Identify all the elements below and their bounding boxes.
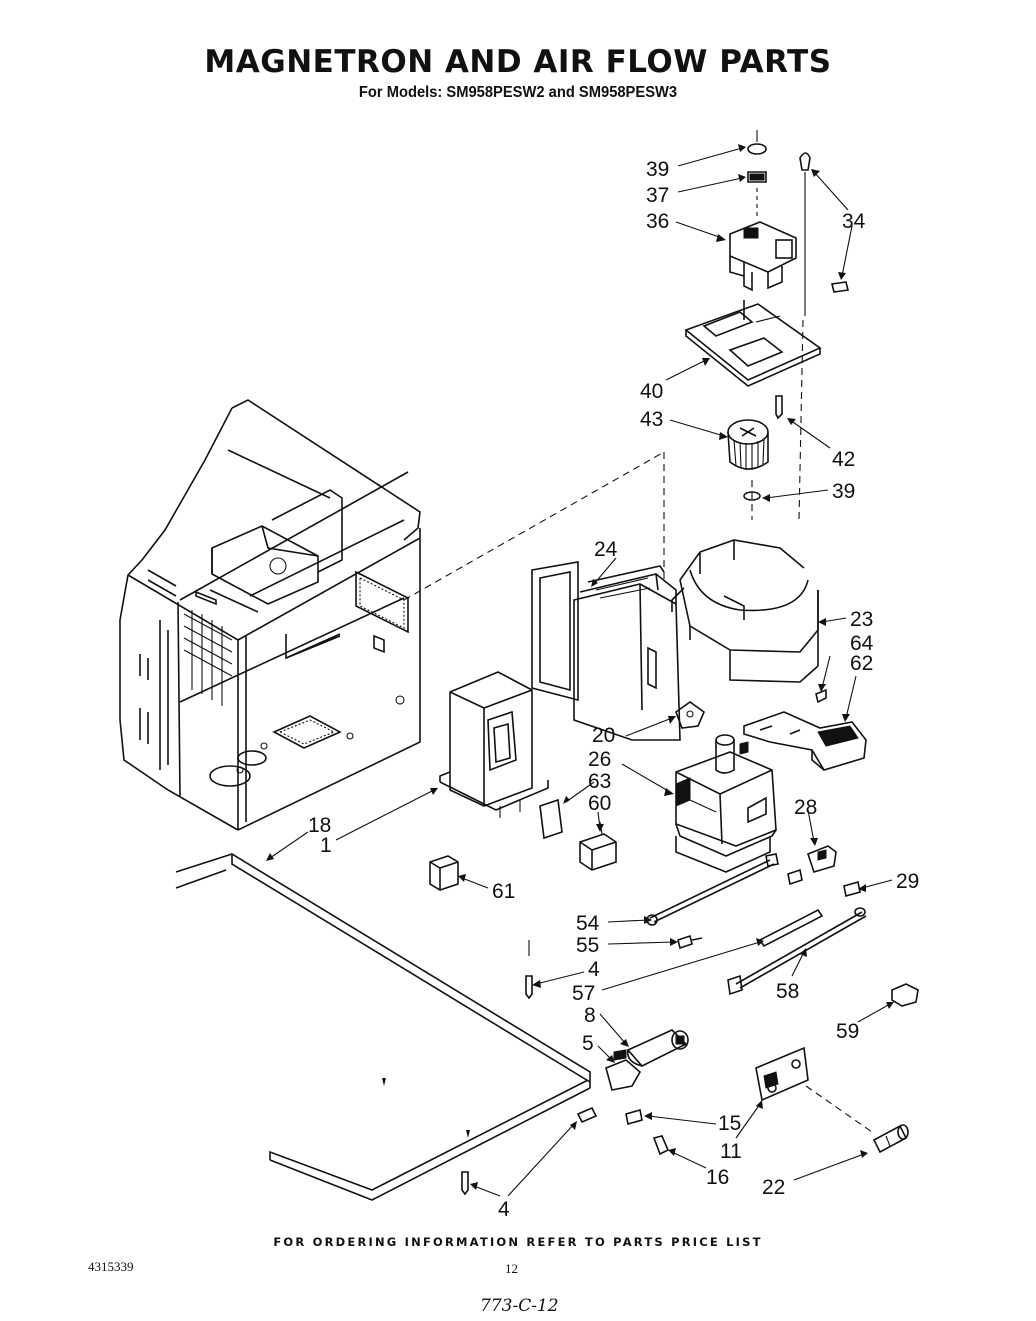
callout-43-fan-blade: 43 xyxy=(640,408,663,431)
leader-lines xyxy=(266,144,894,1197)
callout-34-screw: 34 xyxy=(842,210,866,233)
callout-64-screw: 64 xyxy=(850,632,874,655)
callout-58-fuse-wire: 58 xyxy=(776,980,799,1003)
callout-54-wire: 54 xyxy=(576,912,600,935)
air-duct-drawing xyxy=(531,539,867,771)
document-number: 4315339 xyxy=(88,1259,134,1274)
callout-39-clip: 39 xyxy=(646,158,669,181)
callout-23-air-duct: 23 xyxy=(850,608,873,631)
callout-40-bracket: 40 xyxy=(640,380,663,403)
callout-8-capacitor: 8 xyxy=(584,1004,596,1027)
callout-62-air-guide: 62 xyxy=(850,652,873,675)
callout-labels: 39 37 36 34 40 43 42 39 24 23 64 62 20 2… xyxy=(308,158,919,1221)
handwritten-note: 773-C-12 xyxy=(480,1296,559,1316)
callout-5-bracket: 5 xyxy=(582,1032,594,1055)
callout-20-bracket: 20 xyxy=(592,724,615,747)
callout-61-block: 61 xyxy=(492,880,515,903)
callout-24-vent: 24 xyxy=(594,538,618,561)
callout-63-pad: 63 xyxy=(588,770,611,793)
callout-16-screw: 16 xyxy=(706,1166,729,1189)
callout-11-fuse-holder: 11 xyxy=(720,1140,742,1163)
callout-37-nut: 37 xyxy=(646,184,669,207)
page-number: 12 xyxy=(505,1261,518,1276)
callout-29-screw: 29 xyxy=(896,870,919,893)
alignment-line xyxy=(403,451,665,601)
callout-57-wire: 57 xyxy=(572,982,595,1005)
bottom-panel-drawing xyxy=(175,853,591,1201)
transformer-drawing xyxy=(439,671,549,818)
callout-55-connector: 55 xyxy=(576,934,599,957)
ordering-note: FOR ORDERING INFORMATION REFER TO PARTS … xyxy=(273,1235,763,1249)
callout-22-fuse: 22 xyxy=(762,1176,785,1199)
exploded-parts-diagram: 39 37 36 34 40 43 42 39 24 23 64 62 20 2… xyxy=(119,130,919,1221)
cabinet-drawing xyxy=(119,399,421,831)
callout-39-clip-lower: 39 xyxy=(832,480,855,503)
page-title: MAGNETRON AND AIR FLOW PARTS xyxy=(204,44,832,80)
callout-59-clip: 59 xyxy=(836,1020,859,1043)
magnetron-drawing xyxy=(675,734,777,873)
small-parts-drawing xyxy=(429,798,919,1196)
fan-motor-assembly-drawing xyxy=(684,130,849,521)
callout-15-clip: 15 xyxy=(718,1112,741,1135)
callout-36-fan-motor: 36 xyxy=(646,210,669,233)
callout-4-screw: 4 xyxy=(588,958,600,981)
callout-42-screw: 42 xyxy=(832,448,855,471)
callout-26-magnetron: 26 xyxy=(588,748,611,771)
callout-4-screw-lower: 4 xyxy=(498,1198,510,1221)
callout-60-thermal-cutout: 60 xyxy=(588,792,611,815)
models-subtitle: For Models: SM958PESW2 and SM958PESW3 xyxy=(358,84,678,101)
callout-1-transformer: 1 xyxy=(320,834,332,857)
callout-18-bottom-panel: 18 xyxy=(308,814,331,837)
callout-28-bracket: 28 xyxy=(794,796,817,819)
